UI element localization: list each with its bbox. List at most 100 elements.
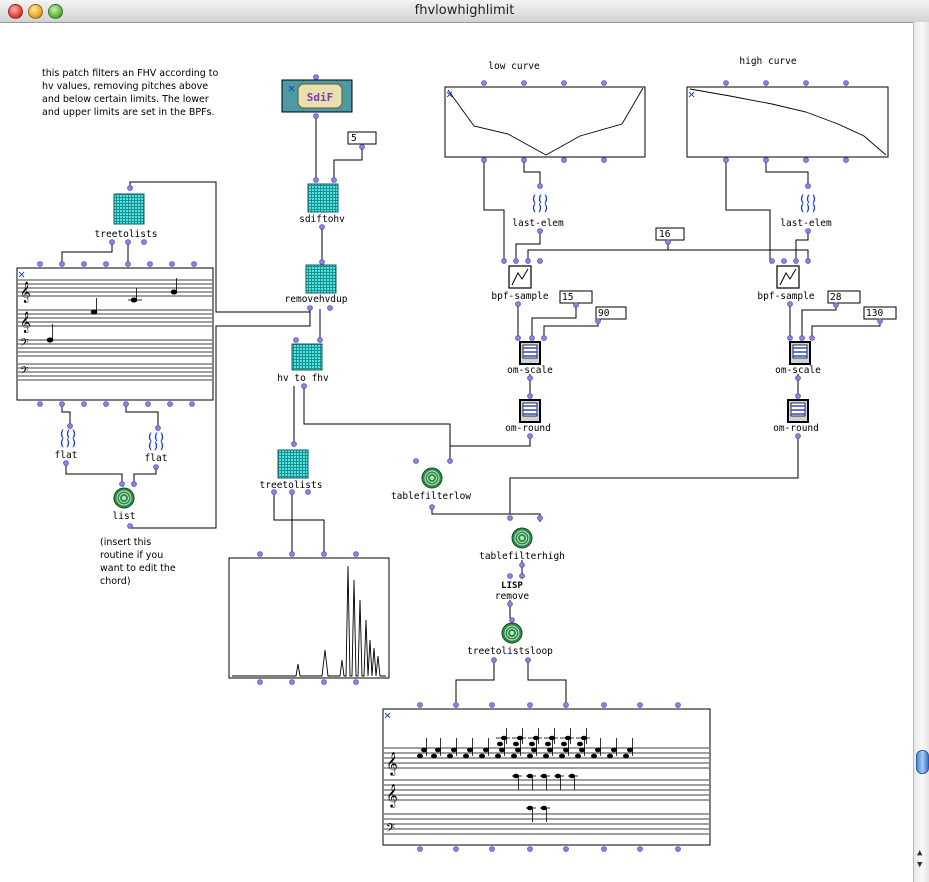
value-box-90[interactable]: 90 — [595, 306, 627, 324]
value-box-5[interactable]: 5 — [347, 131, 377, 150]
svg-text:5: 5 — [351, 133, 357, 144]
high-curve-bpf[interactable]: high curve ✕ — [686, 56, 889, 163]
svg-text:treetolists: treetolists — [95, 229, 158, 240]
svg-text:treetolists: treetolists — [260, 480, 323, 491]
svg-text:last-elem: last-elem — [780, 218, 832, 229]
flat-box-1[interactable]: flat — [55, 423, 78, 466]
om-round-box-1[interactable]: om-round — [505, 393, 551, 439]
bpf-sample-box-1[interactable]: bpf-sample — [491, 258, 549, 307]
svg-text:om-scale: om-scale — [507, 365, 553, 376]
removehvdup-box[interactable]: removehvdup — [285, 259, 348, 311]
svg-text:flat: flat — [145, 453, 168, 464]
bpf-sample-box-2[interactable]: bpf-sample — [757, 258, 815, 307]
bpf-spectrum-display[interactable] — [228, 551, 390, 685]
svg-text:and upper limits are set in th: and upper limits are set in the BPFs. — [42, 107, 215, 118]
svg-text:chord): chord) — [100, 576, 131, 587]
last-elem-box-2[interactable]: last-elem — [780, 183, 832, 234]
score-inlets — [37, 261, 197, 267]
title-bar[interactable]: fhvlowhighlimit — [0, 0, 929, 23]
svg-text:sdiftohv: sdiftohv — [299, 214, 345, 225]
zoom-window-button[interactable] — [48, 4, 63, 19]
patch-cords — [61, 116, 881, 704]
result-score-editor[interactable]: ✕ 𝄞 𝄞 𝄢 — [382, 702, 711, 852]
close-window-button[interactable] — [8, 4, 23, 19]
om-scale-box-1[interactable]: om-scale — [507, 335, 553, 381]
svg-text:𝄢: 𝄢 — [386, 822, 395, 838]
value-box-28[interactable]: 28 — [827, 290, 861, 308]
score-outlets — [37, 401, 195, 407]
intro-comment: this patch filters an FHV according to h… — [42, 68, 219, 118]
svg-text:want to edit the: want to edit the — [100, 563, 176, 574]
treetolists-top-box[interactable]: treetolists — [95, 185, 158, 245]
lisp-icon: LISP — [501, 581, 523, 591]
sdiftohv-box[interactable]: sdiftohv — [299, 177, 345, 230]
scroll-up-arrow-icon[interactable]: ▲ — [917, 848, 923, 858]
svg-text:hv to fhv: hv to fhv — [277, 373, 329, 384]
svg-text:SdiF: SdiF — [307, 91, 334, 104]
svg-text:130: 130 — [866, 308, 883, 319]
om-round-box-2[interactable]: om-round — [773, 393, 819, 439]
value-box-16[interactable]: 16 — [655, 227, 685, 245]
list-box[interactable]: list — [113, 481, 137, 529]
svg-text:om-round: om-round — [505, 423, 551, 434]
window-title: fhvlowhighlimit — [414, 3, 515, 18]
low-curve-bpf[interactable]: low curve ✕ — [444, 61, 646, 163]
flat-box-2[interactable]: flat — [145, 425, 168, 470]
svg-text:tablefilterlow: tablefilterlow — [391, 491, 471, 502]
sdif-file-box[interactable]: SdiF ✕ — [281, 74, 353, 119]
close-x-icon[interactable]: ✕ — [446, 87, 453, 101]
svg-text:𝄞: 𝄞 — [20, 282, 31, 303]
svg-text:treetolistsloop: treetolistsloop — [467, 646, 553, 657]
svg-text:28: 28 — [830, 292, 842, 303]
insert-comment: (insert this routine if you want to edit… — [100, 537, 176, 587]
svg-text:bpf-sample: bpf-sample — [757, 291, 814, 302]
tablefilterhigh-box[interactable]: tablefilterhigh — [479, 515, 565, 568]
svg-text:routine if you: routine if you — [100, 550, 163, 561]
svg-text:bpf-sample: bpf-sample — [491, 291, 548, 302]
svg-text:(insert this: (insert this — [100, 537, 151, 548]
result-score-notes — [416, 727, 633, 823]
result-score-outlets — [417, 846, 681, 852]
svg-text:this patch filters an FHV acco: this patch filters an FHV according to — [42, 68, 219, 79]
chord-score-editor[interactable]: ✕ 𝄞 𝄞 𝄢 𝄢 — [16, 261, 214, 407]
result-score-inlets — [417, 702, 681, 708]
svg-text:and below certain limits. The: and below certain limits. The lower — [42, 94, 209, 105]
value-box-15[interactable]: 15 — [559, 290, 593, 308]
patch-canvas[interactable]: (() ()) — [0, 22, 913, 870]
close-x-icon[interactable]: ✕ — [688, 87, 695, 101]
svg-text:𝄢: 𝄢 — [20, 365, 28, 380]
close-x-icon[interactable]: ✕ — [18, 267, 25, 281]
close-x-icon[interactable]: ✕ — [288, 81, 295, 95]
svg-text:remove: remove — [495, 591, 530, 602]
tablefilterlow-box[interactable]: tablefilterlow — [391, 458, 471, 510]
om-scale-box-2[interactable]: om-scale — [775, 335, 821, 381]
minimize-window-button[interactable] — [28, 4, 43, 19]
svg-text:om-scale: om-scale — [775, 365, 821, 376]
svg-text:tablefilterhigh: tablefilterhigh — [479, 551, 565, 562]
scrollbar-thumb[interactable] — [916, 750, 929, 774]
svg-text:flat: flat — [55, 450, 78, 461]
svg-text:15: 15 — [562, 292, 573, 303]
vertical-scrollbar[interactable]: ▲ ▼ — [913, 22, 929, 882]
hv-to-fhv-box[interactable]: hv to fhv — [277, 337, 329, 389]
svg-text:𝄢: 𝄢 — [20, 337, 28, 352]
scroll-down-arrow-icon[interactable]: ▼ — [917, 860, 923, 870]
svg-text:𝄞: 𝄞 — [386, 751, 398, 776]
remove-box[interactable]: LISP remove — [495, 573, 530, 607]
svg-text:16: 16 — [659, 229, 671, 240]
value-box-130[interactable]: 130 — [863, 306, 897, 324]
svg-text:last-elem: last-elem — [512, 218, 564, 229]
svg-text:𝄞: 𝄞 — [20, 312, 31, 333]
close-x-icon[interactable]: ✕ — [384, 708, 391, 722]
svg-text:hv values, removing pitches ab: hv values, removing pitches above — [42, 81, 208, 92]
score-notes — [46, 278, 178, 343]
last-elem-box-1[interactable]: last-elem — [512, 183, 564, 234]
svg-text:high curve: high curve — [739, 56, 796, 67]
treetolistsloop-box[interactable]: treetolistsloop — [467, 617, 553, 663]
treetolists-mid-box[interactable]: treetolists — [260, 441, 323, 495]
svg-text:𝄞: 𝄞 — [386, 783, 398, 808]
svg-text:om-round: om-round — [773, 423, 819, 434]
svg-text:90: 90 — [598, 308, 610, 319]
svg-text:low curve: low curve — [488, 61, 540, 72]
